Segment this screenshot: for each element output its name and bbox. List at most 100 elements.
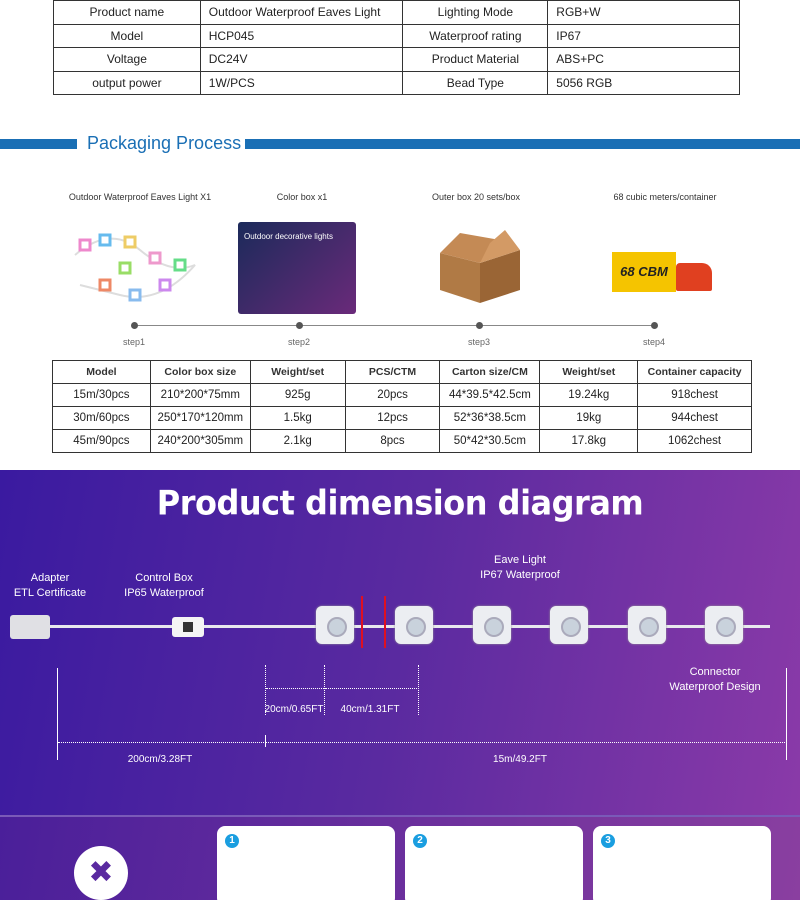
spec-label: Voltage (53, 47, 201, 72)
timeline-line (134, 325, 656, 326)
step-title: Outdoor Waterproof Eaves Light X1 (68, 192, 212, 202)
table-cell: 240*200*305mm (149, 429, 251, 453)
table-cell: 918chest (637, 383, 752, 407)
column-header: Carton size/CM (439, 360, 541, 384)
eave-light-module (705, 606, 743, 644)
truck-cab (676, 263, 712, 291)
spec-value: HCP045 (199, 23, 404, 48)
table-cell: 52*36*38.5cm (439, 406, 541, 430)
step-title: Color box x1 (276, 192, 328, 202)
color-box-image: Outdoor decorative lights (238, 222, 356, 314)
spec-label: output power (53, 70, 201, 95)
step-title: 68 cubic meters/container (613, 192, 717, 202)
table-cell: 925g (249, 383, 346, 407)
table-cell: 15m/30pcs (52, 383, 151, 407)
table-cell: 45m/90pcs (52, 429, 151, 453)
adapter-image (10, 615, 50, 639)
spec-label: Bead Type (402, 70, 549, 95)
control-box-image (172, 617, 204, 637)
cut-mark (384, 596, 386, 648)
table-cell: 1.5kg (249, 406, 346, 430)
heading-bar (245, 139, 800, 149)
step-dot (296, 322, 303, 329)
spec-label: Product Material (402, 47, 549, 72)
install-step-card: 1 (217, 826, 395, 906)
install-step-card: 3 (593, 826, 771, 906)
step-title: Outer box 20 sets/box (431, 192, 521, 202)
step-dot (131, 322, 138, 329)
truck-image: 68 CBM (612, 252, 676, 292)
table-cell: 20pcs (344, 383, 441, 407)
table-cell: 944chest (637, 406, 752, 430)
step-dot (476, 322, 483, 329)
dimension-line (325, 688, 417, 689)
spec-value: RGB+W (547, 0, 740, 25)
spec-label: Model (53, 23, 201, 48)
column-header: Weight/set (249, 360, 346, 384)
eave-light-module (550, 606, 588, 644)
dimension-line (266, 688, 324, 689)
spec-label: Waterproof rating (402, 23, 549, 48)
table-cell: 17.8kg (539, 429, 639, 453)
carton-box-image (440, 230, 520, 303)
table-cell: 12pcs (344, 406, 441, 430)
table-cell: 19.24kg (539, 383, 639, 407)
column-header: Color box size (149, 360, 251, 384)
eave-light-module (316, 606, 354, 644)
spec-value: DC24V (199, 47, 404, 72)
step-number: 1 (225, 834, 239, 848)
column-header: Weight/set (539, 360, 639, 384)
column-header: PCS/CTM (344, 360, 441, 384)
dimension-guide (265, 665, 266, 715)
lead-length-label: 200cm/3.28FT (127, 754, 193, 765)
eave-light-module (628, 606, 666, 644)
step-label: step4 (642, 337, 666, 347)
dimension-guide (418, 665, 419, 715)
table-cell: 1062chest (637, 429, 752, 453)
step-number: 2 (413, 834, 427, 848)
spec-value: IP67 (547, 23, 740, 48)
table-cell: 210*200*75mm (149, 383, 251, 407)
table-cell: 2.1kg (249, 429, 346, 453)
spacing-label: 40cm/1.31FT (340, 704, 400, 715)
spacing-label: 20cm/0.65FT (264, 704, 324, 715)
column-header: Container capacity (637, 360, 752, 384)
dimension-guide (786, 668, 787, 760)
install-step-card: 2 (405, 826, 583, 906)
eave-light-module (395, 606, 433, 644)
dimension-guide (324, 665, 325, 715)
dimension-title: Product dimension diagram (156, 483, 644, 523)
heading-bar (0, 139, 77, 149)
spec-label: Product name (53, 0, 201, 25)
step-number: 3 (601, 834, 615, 848)
string-lights-image (74, 233, 196, 302)
box-text: Outdoor decorative lights (244, 232, 333, 241)
dimension-guide (265, 735, 266, 747)
table-cell: 50*42*30.5cm (439, 429, 541, 453)
eave-light-module (473, 606, 511, 644)
spec-value: 5056 RGB (547, 70, 740, 95)
dimension-line (266, 742, 785, 743)
step-label: step2 (287, 337, 311, 347)
step-label: step3 (467, 337, 491, 347)
step-label: step1 (122, 337, 146, 347)
cut-mark (361, 596, 363, 648)
dimension-line (58, 742, 264, 743)
spec-value: ABS+PC (547, 47, 740, 72)
table-cell: 19kg (539, 406, 639, 430)
step-dot (651, 322, 658, 329)
tools-icon: ✖ (74, 846, 128, 900)
table-cell: 8pcs (344, 429, 441, 453)
